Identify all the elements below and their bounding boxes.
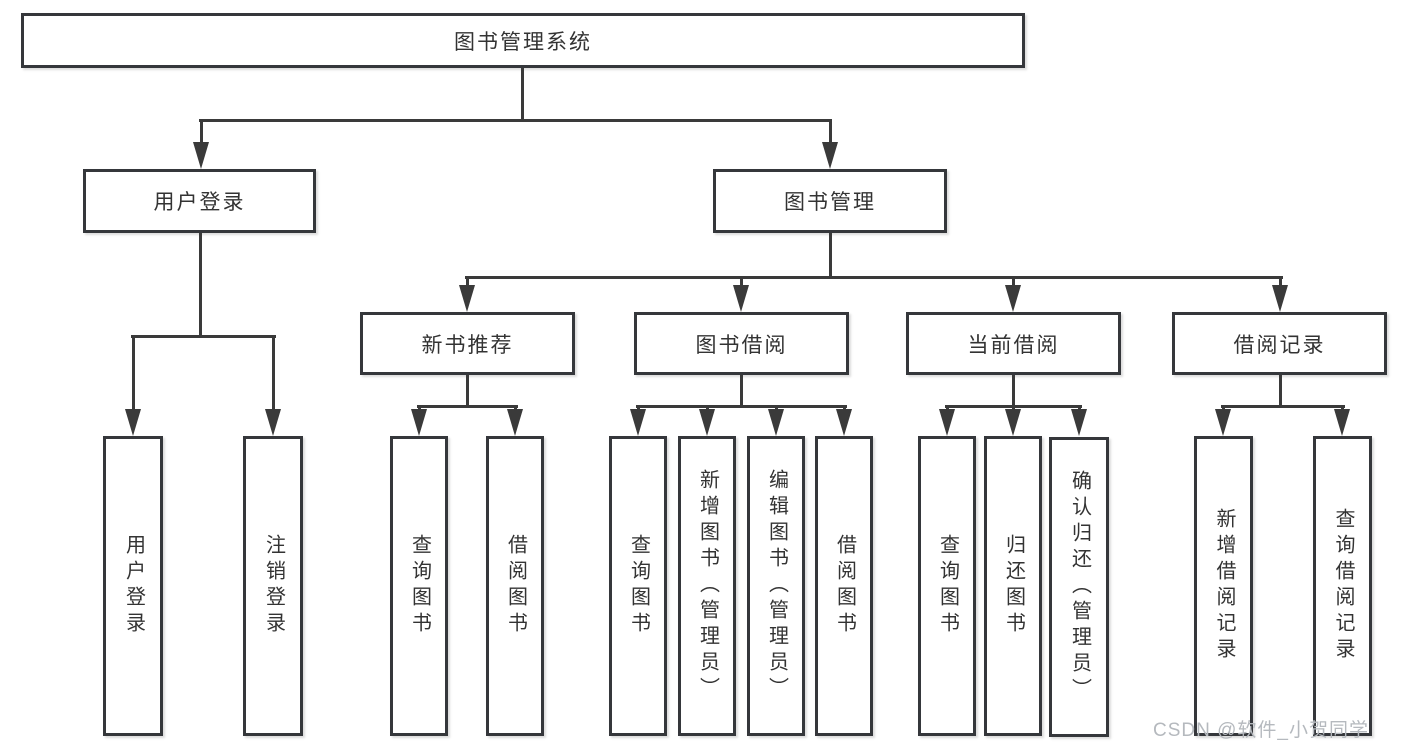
leaf-label: 用户登录 [122, 534, 145, 638]
leaf-label: 查询图书 [936, 534, 959, 638]
leaf-borrow-books-borrowing: 借阅图书 [815, 436, 873, 736]
connector-borrowing-records-split-line [1221, 405, 1345, 408]
arrow-down-icon [731, 276, 751, 312]
leaf-query-books-current: 查询图书 [918, 436, 976, 736]
connector-book-borrowing-stem [740, 375, 743, 405]
arrow-down-icon [1069, 405, 1089, 436]
arrow-down-icon [409, 405, 429, 436]
arrow-down-icon [123, 335, 143, 436]
connector-new-book-stem [466, 375, 469, 405]
arrow-down-icon [191, 119, 211, 169]
connector-book-borrowing-split-line [636, 405, 847, 408]
node-user-login: 用户登录 [83, 169, 316, 233]
node-new-book-recommendation: 新书推荐 [360, 312, 575, 375]
arrow-down-icon [834, 405, 854, 436]
leaf-label: 新增借阅记录 [1213, 508, 1235, 664]
arrow-down-icon [1213, 405, 1233, 436]
leaf-add-borrow-record: 新增借阅记录 [1194, 436, 1253, 736]
arrow-down-icon [263, 335, 283, 436]
leaf-label: 注销登录 [262, 534, 285, 638]
arrow-down-icon [697, 405, 717, 436]
leaf-label: 确认归还（管理员） [1068, 470, 1091, 704]
arrow-down-icon [457, 276, 477, 312]
arrow-down-icon [1003, 276, 1023, 312]
arrow-down-icon [1332, 405, 1352, 436]
node-book-borrowing: 图书借阅 [634, 312, 849, 375]
leaf-query-borrow-record: 查询借阅记录 [1313, 436, 1372, 736]
connector-book-management-split-line [465, 276, 1283, 279]
arrow-down-icon [766, 405, 786, 436]
leaf-label: 编辑图书（管理员） [765, 469, 788, 703]
node-borrowing-records: 借阅记录 [1172, 312, 1387, 375]
leaf-add-book-admin: 新增图书（管理员） [678, 436, 736, 736]
arrow-down-icon [820, 119, 840, 169]
csdn-watermark: CSDN @软件_小贺同学 [1153, 720, 1369, 741]
connector-book-management-stem [829, 233, 832, 276]
node-library-management-system: 图书管理系统 [21, 13, 1025, 68]
leaf-label: 新增图书（管理员） [696, 469, 719, 703]
connector-root-stem [521, 68, 524, 119]
connector-current-borrowing-stem [1012, 375, 1015, 405]
leaf-edit-book-admin: 编辑图书（管理员） [747, 436, 805, 736]
leaf-query-books-recommend: 查询图书 [390, 436, 448, 736]
connector-borrowing-records-stem [1279, 375, 1282, 405]
node-current-borrowing: 当前借阅 [906, 312, 1121, 375]
arrow-down-icon [1270, 276, 1290, 312]
node-book-management: 图书管理 [713, 169, 947, 233]
leaf-confirm-return-admin: 确认归还（管理员） [1049, 437, 1109, 737]
arrow-down-icon [1003, 405, 1023, 436]
connector-user-login-stem [199, 233, 202, 335]
arrow-down-icon [937, 405, 957, 436]
connector-root-split-line [199, 119, 832, 122]
leaf-return-books: 归还图书 [984, 436, 1042, 736]
leaf-label: 查询借阅记录 [1332, 508, 1354, 664]
leaf-label: 查询图书 [408, 534, 431, 638]
connector-new-book-split-line [417, 405, 518, 408]
leaf-borrow-books-recommend: 借阅图书 [486, 436, 544, 736]
leaf-label: 归还图书 [1002, 534, 1025, 638]
leaf-label: 借阅图书 [833, 534, 856, 638]
leaf-label: 查询图书 [627, 534, 650, 638]
arrow-down-icon [505, 405, 525, 436]
leaf-logout: 注销登录 [243, 436, 303, 736]
arrow-down-icon [628, 405, 648, 436]
connector-user-login-split-line [131, 335, 276, 338]
leaf-label: 借阅图书 [504, 534, 527, 638]
leaf-query-books-borrowing: 查询图书 [609, 436, 667, 736]
leaf-user-login: 用户登录 [103, 436, 163, 736]
